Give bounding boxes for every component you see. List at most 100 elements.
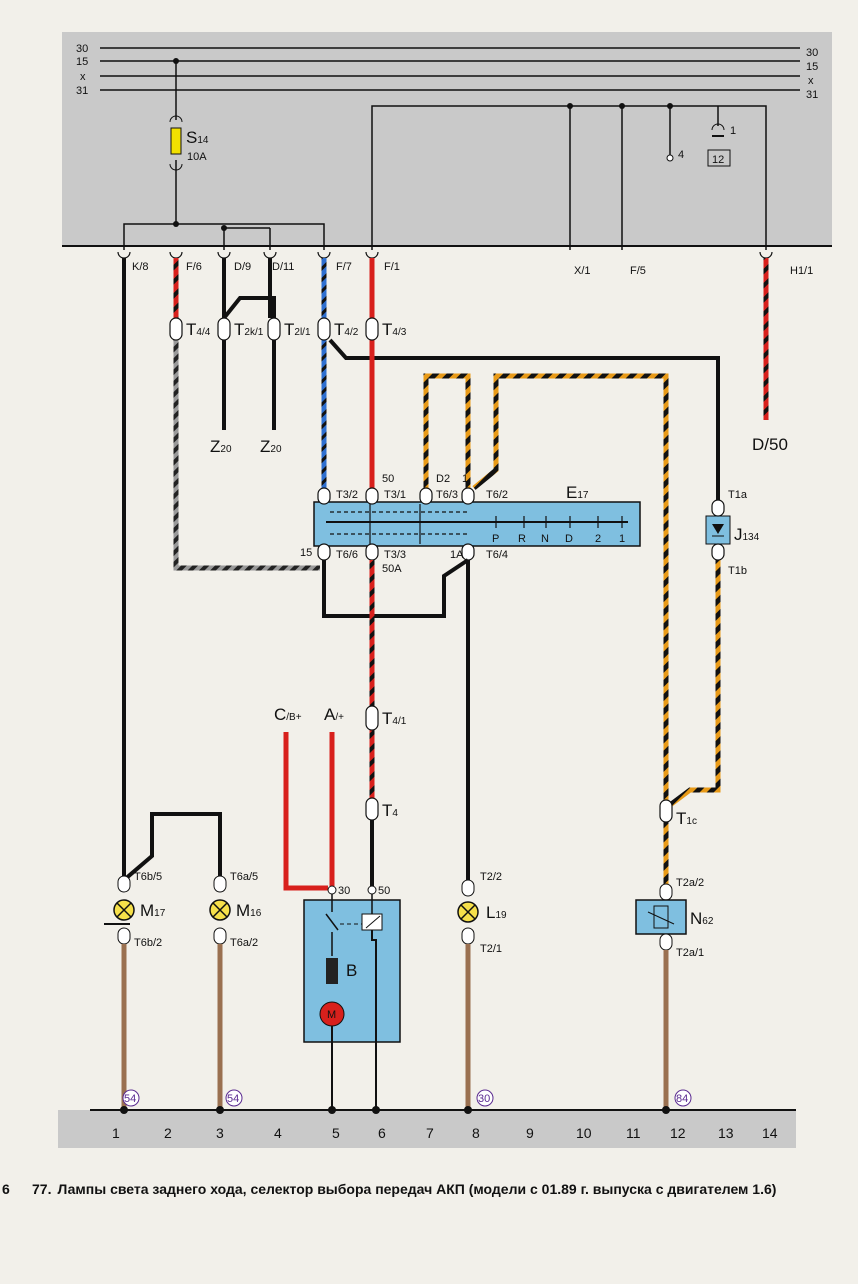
connector-f7: F/7 — [336, 261, 352, 273]
selector-pin-t31: T3/1 — [384, 489, 406, 501]
ruler-14: 14 — [762, 1125, 778, 1141]
fuse-label: S14 — [186, 128, 209, 147]
ruler-13: 13 — [718, 1125, 734, 1141]
lamp-l19-label: L19 — [486, 903, 507, 922]
ruler-3: 3 — [216, 1125, 224, 1141]
ruler-4: 4 — [274, 1125, 282, 1141]
relay-12-box — [707, 149, 731, 167]
lamp-l19 — [457, 879, 479, 1108]
starter-pin-50: 50 — [378, 885, 390, 897]
ruler-8: 8 — [472, 1125, 480, 1141]
selector-e17-box — [313, 501, 641, 547]
lamp-m16-label: M16 — [236, 901, 262, 920]
starter-b-label: B — [346, 961, 357, 980]
ground-bus-bar — [58, 1110, 796, 1148]
selector-label: E17 — [566, 483, 589, 502]
connector-x1: X/1 — [574, 265, 591, 277]
relay-j134-label: J134 — [734, 525, 760, 544]
connector-h11: H1/1 — [790, 265, 813, 277]
selector-pin-t64: T6/4 — [486, 549, 508, 561]
selector-pin-t63: T6/3 — [436, 489, 458, 501]
lamp-m16-pin-top: T6a/5 — [230, 871, 258, 883]
ruler-1: 1 — [112, 1125, 120, 1141]
terminal-t1c: T1c — [676, 809, 697, 828]
selector-mark-50: 50 — [382, 473, 394, 485]
fuse-relay-panel — [62, 32, 832, 246]
connector-d9: D/9 — [234, 261, 251, 273]
ruler-10: 10 — [576, 1125, 592, 1141]
starter-c-label: C/B+ — [274, 705, 302, 724]
terminal-row-t4 — [169, 317, 379, 341]
fuse-rating: 10A — [187, 151, 207, 163]
bus-label-x-right: x — [808, 75, 814, 87]
ground-mark-30: 30 — [478, 1093, 490, 1105]
relay-pin-4: 4 — [678, 149, 684, 161]
ruler-9: 9 — [526, 1125, 534, 1141]
lamp-l19-pin-top: T2/2 — [480, 871, 502, 883]
connector-d11: D/11 — [272, 261, 294, 273]
ruler-2: 2 — [164, 1125, 172, 1141]
starter-pin-30: 30 — [338, 885, 350, 897]
ground-markers: 54 54 30 84 — [122, 1089, 692, 1107]
connector-f6: F/6 — [186, 261, 202, 273]
lamp-m17 — [104, 812, 222, 1108]
ground-mark-54b: 54 — [227, 1093, 239, 1105]
panel-connectors: K/8 F/6 D/9 D/11 F/7 F/1 X/1 F/5 H1/1 — [132, 261, 813, 277]
selector-mark-d2: D2 — [436, 473, 450, 485]
starter-a-label: A/+ — [324, 705, 344, 724]
selector-pin-t32: T3/2 — [336, 489, 358, 501]
bus-label-15-left: 15 — [76, 56, 88, 68]
ground-z20-a: Z20 — [210, 437, 232, 456]
gear-1: 1 — [619, 533, 625, 545]
terminal-t2k1: T2k/1 — [234, 320, 264, 339]
lamp-m17-pin-top: T6b/5 — [134, 871, 162, 883]
selector-pin-t33: T3/3 — [384, 549, 406, 561]
terminal-t44: T4/4 — [186, 320, 211, 339]
bus-label-15-right: 15 — [806, 61, 818, 73]
bus-label-30-left: 30 — [76, 43, 88, 55]
relay-j134-pin-t1b: T1b — [728, 565, 747, 577]
selector-mark-15: 15 — [300, 547, 312, 559]
ground-z20-b: Z20 — [260, 437, 282, 456]
terminal-t43: T4/3 — [382, 320, 407, 339]
starter-b — [283, 732, 401, 1108]
selector-mark-1: 1 — [462, 473, 468, 485]
ruler-7: 7 — [426, 1125, 434, 1141]
terminal-t42: T4/2 — [334, 320, 359, 339]
ruler-6: 6 — [378, 1125, 386, 1141]
gear-p: P — [492, 533, 499, 545]
selector-mark-50a: 50A — [382, 563, 402, 575]
selector-pin-t66: T6/6 — [336, 549, 358, 561]
solenoid-pin-top: T2a/2 — [676, 877, 704, 889]
relay-number: 12 — [712, 154, 724, 166]
fuse-s14 — [169, 58, 183, 224]
connector-d50: D/50 — [752, 435, 788, 454]
bus-label-31-left: 31 — [76, 85, 88, 97]
solenoid-n62-label: N62 — [690, 909, 714, 928]
gear-2: 2 — [595, 533, 601, 545]
lamp-m16-pin-bot: T6a/2 — [230, 937, 258, 949]
relay-pin-1: 1 — [730, 125, 736, 137]
connector-k8: K/8 — [132, 261, 149, 273]
figure-number: 77. — [32, 1181, 52, 1197]
terminal-t41: T4/1 — [382, 709, 407, 728]
connector-f1: F/1 — [384, 261, 400, 273]
bus-label-30-right: 30 — [806, 47, 818, 59]
lamp-m17-label: M17 — [140, 901, 166, 920]
ruler-12: 12 — [670, 1125, 686, 1141]
ruler-11: 11 — [626, 1125, 641, 1141]
solenoid-n62 — [635, 883, 687, 1108]
bus-label-31-right: 31 — [806, 89, 818, 101]
ruler-5: 5 — [332, 1125, 340, 1141]
connector-f5: F/5 — [630, 265, 646, 277]
relay-j134-pin-t1a: T1a — [728, 489, 748, 501]
position-ruler: 1 2 3 4 5 6 7 8 9 10 11 12 13 14 — [112, 1125, 778, 1141]
gear-d: D — [565, 533, 573, 545]
gear-n: N — [541, 533, 549, 545]
selector-mark-1a: 1A — [450, 549, 464, 561]
ground-mark-84: 84 — [676, 1093, 688, 1105]
motor-m-label: M — [327, 1009, 336, 1021]
terminal-t4: T4 — [382, 801, 398, 820]
terminal-t2l1: T2l/1 — [284, 320, 311, 339]
